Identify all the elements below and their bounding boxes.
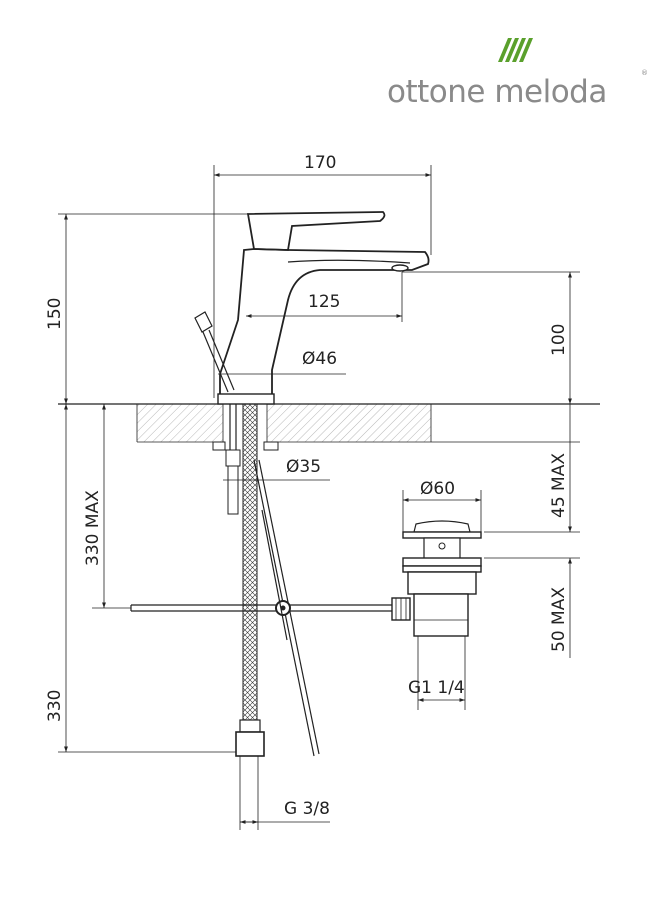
mounting-nut — [212, 441, 279, 515]
popup-waste — [391, 520, 482, 710]
braided-hose — [235, 403, 265, 830]
dimension-lines — [58, 165, 580, 824]
dim-tap-height: 150 — [45, 298, 65, 330]
dim-outlet-height: 100 — [549, 324, 569, 356]
dim-waste-thread: G1 1/4 — [408, 678, 465, 698]
countertop — [58, 403, 600, 443]
popup-rod — [194, 311, 237, 450]
dim-waste-max: 50 MAX — [549, 587, 569, 652]
dim-spout-reach: 170 — [304, 153, 336, 173]
dim-waste-diameter: Ø60 — [420, 479, 455, 499]
dim-base-diameter: Ø46 — [302, 349, 337, 369]
brand-logo: ottone meloda ® — [387, 38, 648, 110]
logo-stripes-icon — [498, 38, 533, 62]
dim-drop-max: 330 MAX — [83, 490, 103, 566]
dim-inlet-thread: G 3/8 — [284, 799, 330, 819]
dim-hole-diameter: Ø35 — [286, 457, 321, 477]
dim-deck-max: 45 MAX — [549, 453, 569, 518]
dim-hose-length: 330 — [45, 690, 65, 722]
dimension-labels: 170 150 125 100 Ø46 Ø35 Ø60 45 MAX 50 MA… — [45, 153, 569, 819]
logo-text: ottone meloda — [387, 74, 607, 110]
pull-rod-linkage — [130, 459, 392, 757]
logo-registered-mark: ® — [641, 69, 648, 77]
dim-outlet-offset: 125 — [308, 292, 340, 312]
